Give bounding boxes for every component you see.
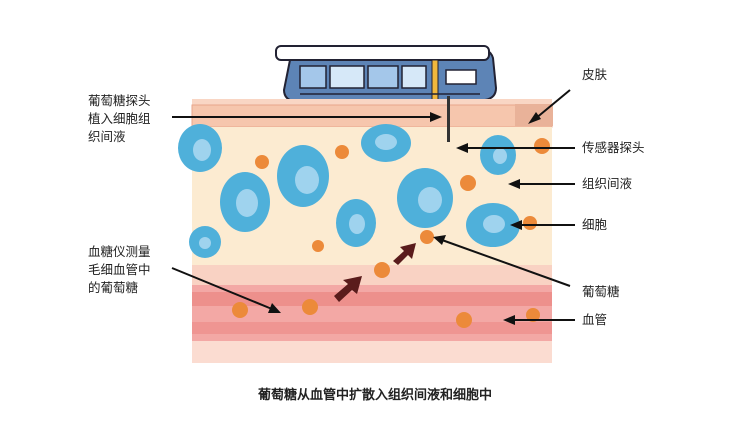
glucose-dot [420, 230, 434, 244]
glucose-dot [255, 155, 269, 169]
glucose-dots-interstitial [255, 138, 550, 252]
diffusion-arrow [393, 243, 416, 265]
label-blood-meter: 血糖仪测量 毛细血管中 的葡萄糖 [88, 244, 151, 295]
probe-needle [447, 96, 450, 142]
glucose-dot [534, 138, 550, 154]
glucose-dot [302, 299, 318, 315]
label-interstitial-fluid: 组织间液 [582, 176, 633, 191]
label-cell: 细胞 [582, 217, 608, 232]
label-blood-vessel: 血管 [582, 312, 608, 327]
sensor-device [275, 44, 498, 104]
pointer-lines [171, 89, 575, 325]
glucose-dot [374, 262, 390, 278]
vessel-wall-bottom [192, 341, 552, 363]
vessel-wall-top [192, 265, 552, 285]
label-glucose: 葡萄糖 [582, 284, 620, 299]
blood-vessel [192, 285, 552, 341]
glucose-dot [460, 175, 476, 191]
glucose-dots-vessel [232, 262, 540, 328]
label-sensor-probe: 传感器探头 [582, 140, 645, 155]
diagram-caption: 葡萄糖从血管中扩散入组织间液和细胞中 [257, 388, 492, 403]
glucose-dot [526, 308, 540, 322]
cells [178, 124, 520, 258]
label-skin: 皮肤 [582, 67, 608, 82]
glucose-dot [312, 240, 324, 252]
glucose-dot [456, 312, 472, 328]
skin-top-layer [192, 99, 552, 105]
glucose-dot [335, 145, 349, 159]
diffusion-arrow [334, 276, 362, 302]
diffusion-arrows [334, 243, 416, 302]
glucose-dot [232, 302, 248, 318]
glucose-dot [523, 216, 537, 230]
label-probe-inserted: 葡萄糖探头 植入细胞组 织间液 [88, 93, 151, 144]
